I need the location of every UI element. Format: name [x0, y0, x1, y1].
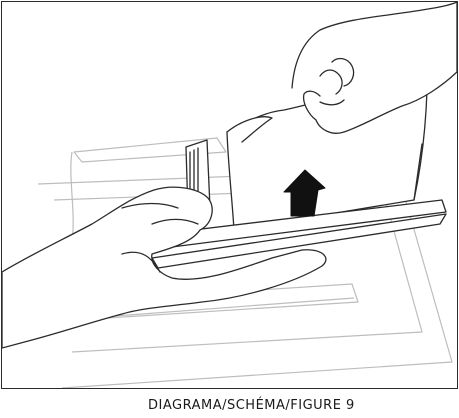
figure-illustration: [1, 1, 458, 389]
figure-caption: DIAGRAMA/SCHÉMA/FIGURE 9: [148, 398, 355, 413]
printer-backplate-edge: [71, 152, 73, 242]
hand-top: [292, 2, 457, 133]
